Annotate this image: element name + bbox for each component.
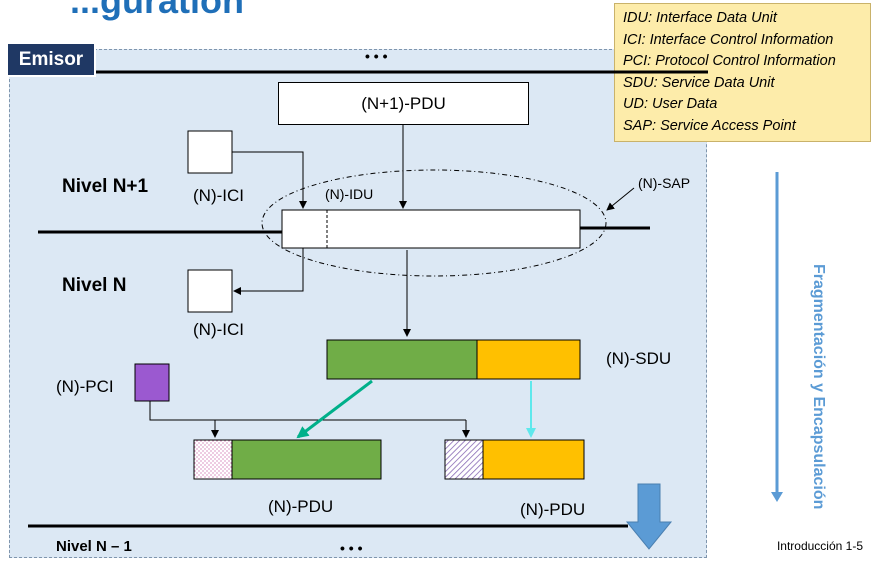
pdu-right-header [444,439,484,480]
ici-box-bottom [187,269,233,313]
legend-item-pci: PCI: Protocol Control Information [623,53,836,70]
side-arrow-head [771,492,783,502]
n-pci-label: (N)-PCI [56,377,114,396]
nivel-n1-label: Nivel N+1 [62,176,149,197]
ici-top-to-idu-arrow [232,151,307,209]
pci-box [134,363,170,402]
ici-box-top [187,130,233,174]
n-pdu-left-label: (N)-PDU [268,497,334,516]
legend-item-sdu: SDU: Service Data Unit [623,74,775,91]
legend-item-idu: IDU: Interface Data Unit [623,10,777,26]
n-ici-top-label: (N)-ICI [193,186,244,205]
pdu-left-header [193,439,233,480]
dots-bottom: • • • [340,540,363,556]
emisor-label: Emisor [6,42,96,77]
down-arrow-icon [625,483,673,550]
n1-pdu-box: (N+1)-PDU [278,82,529,125]
pdu-right-data [482,439,585,480]
dots-top: • • • [365,48,388,64]
n-idu-label: (N)-IDU [325,186,374,202]
idu-box [281,209,581,249]
legend-item-ici: ICI: Interface Control Information [623,31,834,48]
n-sdu-label: (N)-SDU [606,349,672,368]
sap-ellipse [261,169,607,277]
legend-item-ud: UD: User Data [623,96,718,113]
nivel-n-minus-1-label: Nivel N – 1 [56,538,132,555]
green-fragment-arrow [296,379,373,439]
pci-connector [149,401,466,421]
slide-footer: Introducción 1-5 [776,539,863,553]
n-pdu-right-label: (N)-PDU [520,500,586,519]
sdu-gold [476,339,581,380]
nivel-n-label: Nivel N [62,275,127,296]
legend-item-sap: SAP: Service Access Point [623,117,796,134]
n-sap-label: (N)-SAP [638,175,691,191]
n-ici-bottom-label: (N)-ICI [193,320,244,339]
idu-to-ici-bottom-arrow [233,248,304,295]
fragmentation-side-text: Fragmentación y Encapsulación [810,264,827,510]
sdu-green [326,339,478,380]
slide-title: ...guration [70,0,244,21]
sap-pointer [606,187,635,211]
pdu-left-data [231,439,382,480]
